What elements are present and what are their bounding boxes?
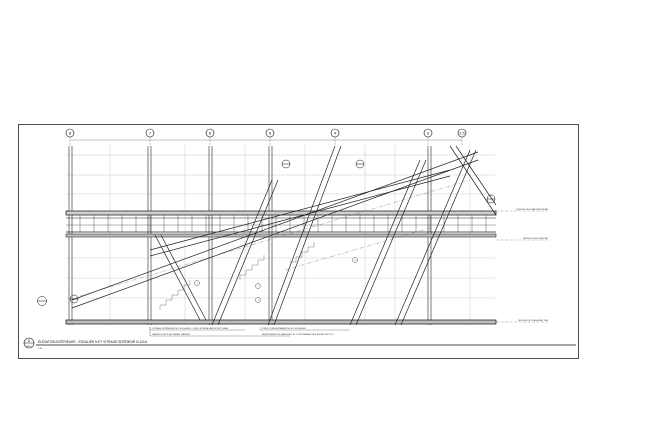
callout-c3 [255, 297, 261, 303]
title-sheet-ref: A510 [26, 345, 32, 348]
light-horizontal-grid [66, 154, 495, 299]
grid-label-7: 7 [149, 131, 152, 136]
grid-label-2: 2.5 [459, 131, 465, 136]
level-tag-mid: DESSOUS DE PLAFOND [523, 237, 549, 240]
callout-label-c1: 1 [196, 283, 198, 285]
note-4: REVÊTEMENT DE MARCHES ET CONTREMARCHES E… [262, 333, 334, 336]
note-2: STRUCTURE APPARENTE DE L'ESCALIER [262, 327, 306, 330]
callout-label-c2: 2 [257, 286, 259, 288]
title-scale: 1:50 [38, 348, 43, 350]
grid-label-3: 3 [427, 131, 430, 136]
title-number: 8 [28, 339, 30, 343]
level-lines [496, 210, 548, 323]
note-3: GARDE-CORPS EN VERRE TREMPÉ [152, 333, 190, 336]
title-text: ÉLÉVATION INTÉRIEURE - ESCALIER N ET VIT… [38, 339, 148, 344]
stair-steps [159, 242, 315, 310]
callout-label-c4: 4 [354, 260, 356, 262]
diagonal-stair-structure [71, 145, 497, 326]
floor-joists [79, 215, 487, 232]
section-marker-upper [37, 159, 496, 306]
note-leaders [149, 327, 350, 337]
callout-bubbles: 1 2 3 4 [194, 257, 358, 303]
grid-label-5: 5 [269, 131, 272, 136]
lower-floor-slab [65, 319, 497, 325]
grid-label-6: 6 [209, 131, 212, 136]
grid-label-8: 8 [69, 131, 72, 136]
level-tag-top: DESSUS DE PLANCHER 2ÈME [516, 208, 548, 211]
callout-c4 [352, 257, 358, 263]
centerlines [79, 179, 471, 297]
drawing-title-block: 8 A510 ÉLÉVATION INTÉRIEURE - ESCALIER N… [23, 337, 576, 350]
grid-lines-group: 8 7 6 5 4 3 2.5 [65, 128, 467, 146]
callout-label-c3: 3 [257, 300, 259, 302]
callout-c2 [255, 283, 261, 289]
sheet-border [18, 124, 579, 359]
level-tag-bottom: DESSUS DE PLANCHER 1ER [518, 319, 548, 322]
callout-c1 [194, 280, 200, 286]
grid-label-4: 4 [334, 131, 337, 136]
note-1: VITRAGE INTÉRIEUR DE L'ESCALIER - VOIR L… [152, 327, 229, 330]
